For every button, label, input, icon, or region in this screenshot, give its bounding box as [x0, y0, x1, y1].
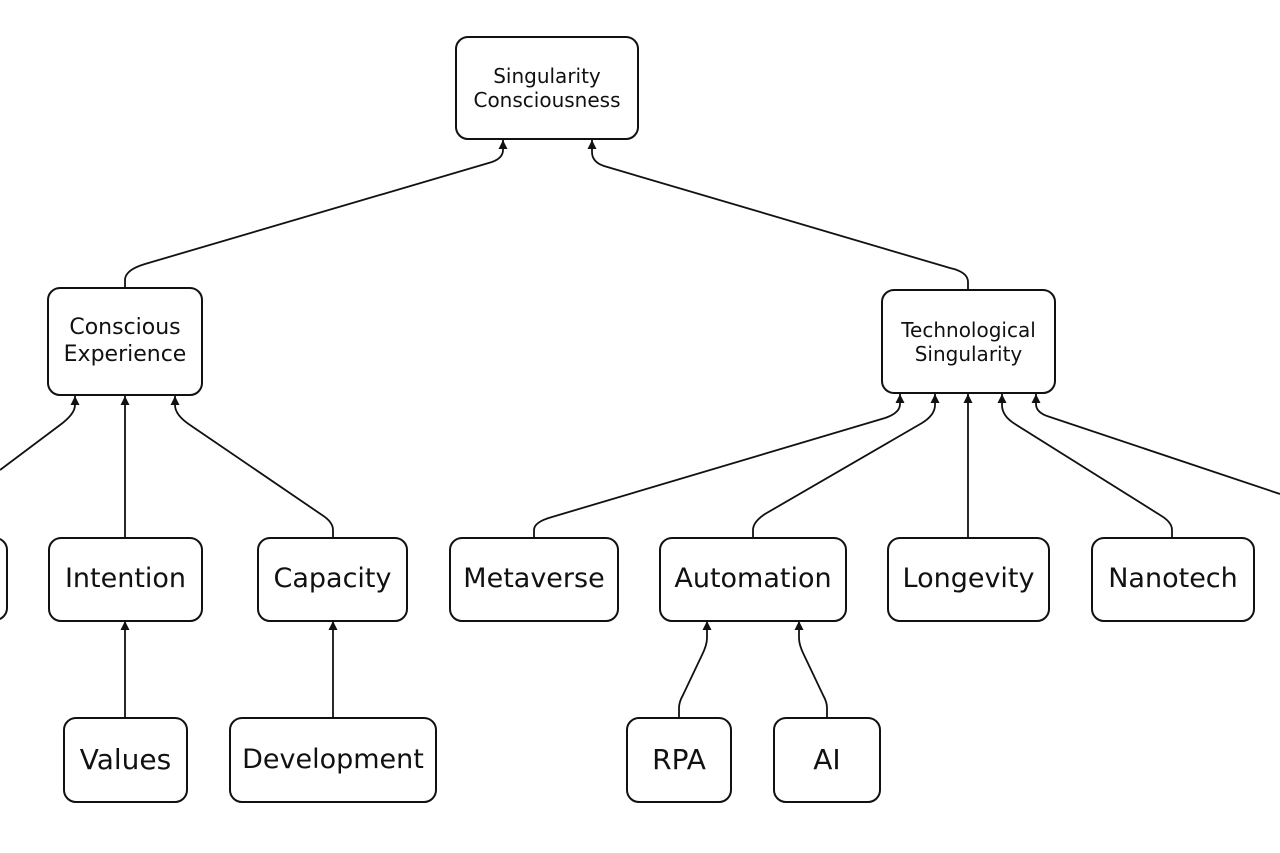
node-nanotech[interactable]: Nanotech [1091, 537, 1255, 622]
node-capacity[interactable]: Capacity [257, 537, 408, 622]
node-automation[interactable]: Automation [659, 537, 847, 622]
edge-capacity-to-conscious-experience [170, 396, 334, 537]
edge-automation-to-technological-singularity [752, 394, 940, 537]
edge-technological-singularity-to-root [587, 140, 969, 289]
node-singularity-consciousness[interactable]: Singularity Consciousness [455, 36, 639, 140]
edge-metaverse-to-technological-singularity [533, 394, 905, 537]
node-offscreen-left[interactable] [0, 537, 8, 621]
node-conscious-experience[interactable]: Conscious Experience [47, 287, 203, 396]
edge-conscious-experience-to-root [124, 140, 508, 287]
node-intention[interactable]: Intention [48, 537, 203, 622]
node-rpa[interactable]: RPA [626, 717, 732, 803]
node-ai[interactable]: AI [773, 717, 881, 803]
edge-offscreen-right-to-technological-singularity [1031, 394, 1280, 495]
node-development[interactable]: Development [229, 717, 437, 803]
node-metaverse[interactable]: Metaverse [449, 537, 619, 622]
node-values[interactable]: Values [63, 717, 188, 803]
node-technological-singularity[interactable]: Technological Singularity [881, 289, 1056, 394]
edge-nanotech-to-technological-singularity [997, 394, 1173, 537]
edge-ai-to-automation [794, 621, 828, 717]
edge-offscreen-left-to-conscious-experience [0, 396, 80, 471]
node-longevity[interactable]: Longevity [887, 537, 1050, 622]
edge-rpa-to-automation [678, 621, 712, 717]
